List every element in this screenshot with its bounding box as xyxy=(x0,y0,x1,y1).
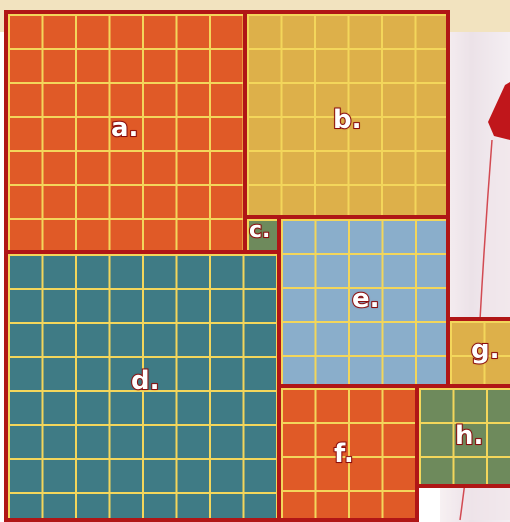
label-h: h. xyxy=(455,423,483,449)
label-b: b. xyxy=(333,107,362,133)
label-a: a. xyxy=(111,115,138,141)
label-c: c. xyxy=(249,220,270,242)
label-e: e. xyxy=(352,286,380,312)
label-f: f. xyxy=(334,441,354,467)
label-d: d. xyxy=(131,368,160,394)
label-g: g. xyxy=(471,337,500,363)
